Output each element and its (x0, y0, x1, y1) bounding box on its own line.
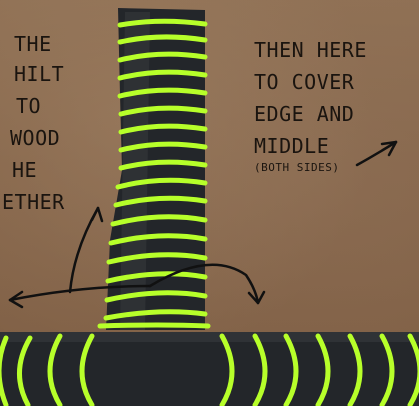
right-line-2: TO COVER (254, 72, 367, 92)
left-line-1: THE (14, 34, 65, 54)
right-instruction-text: THEN HERE TO COVER EDGE AND MIDDLE (BOTH… (254, 40, 367, 173)
left-line-5: HE (12, 160, 65, 180)
left-line-4: WOOD (10, 128, 65, 148)
left-line-2: HILT (14, 64, 65, 84)
left-instruction-text: THE HILT TO WOOD HE ETHER (10, 34, 65, 212)
right-note: (BOTH SIDES) (254, 162, 367, 173)
right-line-3: EDGE AND (254, 104, 367, 124)
right-line-4: MIDDLE (254, 136, 367, 156)
right-line-1: THEN HERE (254, 40, 367, 60)
left-line-3: TO (16, 96, 65, 116)
left-line-6: ETHER (2, 192, 65, 212)
